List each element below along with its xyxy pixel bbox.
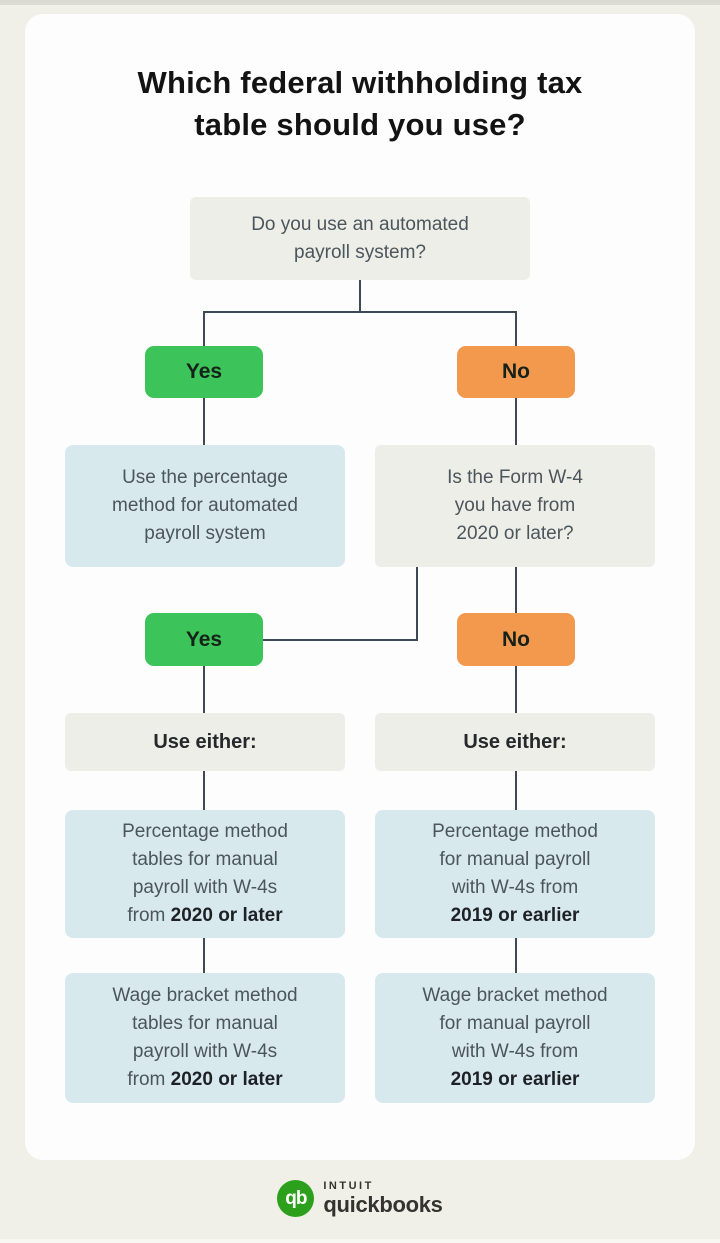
connector-line — [359, 280, 361, 312]
option-text: with W-4s from — [451, 1041, 579, 1062]
w4-question-text: Is the Form W-4 — [447, 467, 583, 488]
percentage-2020-box: Percentage method tables for manual payr… — [65, 810, 345, 938]
option-text: tables for manual — [132, 1013, 278, 1034]
root-question-text: Do you use an automated — [251, 213, 469, 235]
option-text: Percentage method — [122, 821, 288, 842]
connector-line — [416, 567, 418, 641]
option-text: Percentage method — [432, 821, 598, 842]
option-text: from 2020 or later — [127, 1069, 283, 1090]
page-title-line-2: table should you use? — [194, 107, 526, 142]
root-question-text: payroll system? — [294, 241, 426, 263]
option-text: tables for manual — [132, 849, 278, 870]
qb-circle-icon: qb — [277, 1180, 315, 1217]
yes-badge-level1: Yes — [145, 346, 263, 398]
page-title-line-1: Which federal withholding tax — [137, 65, 583, 100]
page-title: Which federal withholding tax table shou… — [60, 62, 660, 146]
no-badge-level2: No — [457, 613, 575, 666]
wage-2019-box: Wage bracket method for manual payroll w… — [375, 973, 655, 1103]
yes-badge-level2: Yes — [145, 613, 263, 666]
connector-line — [515, 398, 517, 445]
automated-result-box: Use the percentage method for automated … — [65, 445, 345, 567]
percentage-2019-box: Percentage method for manual payroll wit… — [375, 810, 655, 938]
quickbooks-logo: qb INTUIT quickbooks — [0, 1180, 720, 1217]
option-text: for manual payroll — [439, 1013, 591, 1034]
quickbooks-wordmark: quickbooks — [323, 1192, 443, 1217]
automated-result-text: payroll system — [144, 523, 266, 544]
use-either-left-box: Use either: — [65, 713, 345, 771]
automated-result-text: method for automated — [112, 495, 298, 516]
option-text: payroll with W-4s — [132, 1041, 278, 1062]
connector-line — [203, 771, 205, 810]
option-text: Wage bracket method — [422, 985, 608, 1006]
option-text: for manual payroll — [439, 849, 591, 870]
brand-wordmark: INTUIT quickbooks — [323, 1180, 443, 1217]
w4-question-text: 2020 or later? — [456, 523, 574, 544]
connector-line — [515, 666, 517, 713]
use-either-right-text: Use either: — [463, 730, 567, 753]
no-badge-level1: No — [457, 346, 575, 398]
option-text: from 2020 or later — [127, 905, 283, 926]
connector-line — [203, 666, 205, 713]
connector-line — [515, 938, 517, 973]
w4-question-text: you have from — [454, 495, 576, 516]
connector-line — [263, 639, 418, 641]
bottom-edge-divider — [0, 1239, 720, 1243]
root-question-box: Do you use an automated payroll system? — [190, 197, 530, 280]
option-text: payroll with W-4s — [132, 877, 278, 898]
option-text: with W-4s from — [451, 877, 579, 898]
intuit-wordmark: INTUIT — [323, 1180, 374, 1192]
use-either-right-box: Use either: — [375, 713, 655, 771]
connector-line — [515, 567, 517, 613]
wage-2020-box: Wage bracket method tables for manual pa… — [65, 973, 345, 1103]
connector-line — [203, 311, 205, 346]
option-text: 2019 or earlier — [450, 1069, 580, 1090]
w4-question-box: Is the Form W-4 you have from 2020 or la… — [375, 445, 655, 567]
top-edge-divider — [0, 0, 720, 5]
connector-line — [515, 771, 517, 810]
connector-line — [203, 311, 517, 313]
connector-line — [203, 938, 205, 973]
option-text: 2019 or earlier — [450, 905, 580, 926]
connector-line — [203, 398, 205, 445]
connector-line — [515, 311, 517, 346]
use-either-left-text: Use either: — [153, 730, 257, 753]
automated-result-text: Use the percentage — [122, 467, 288, 488]
option-text: Wage bracket method — [112, 985, 298, 1006]
